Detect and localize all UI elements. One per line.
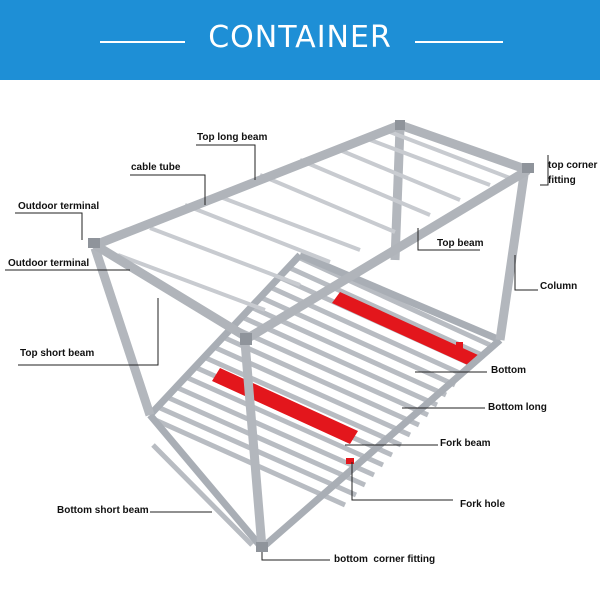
container-frame-diagram <box>5 120 549 561</box>
top-long-beam-rear <box>245 166 531 342</box>
label-top-corner-fitting: top corner fitting <box>548 160 598 186</box>
label-top-long-beam: Top long beam <box>197 132 268 143</box>
top-short-beam-rear <box>398 120 530 175</box>
label-outdoor-terminal-lower: Outdoor terminal <box>8 258 90 269</box>
label-column: Column <box>540 281 578 292</box>
top-long-beam-front <box>93 120 402 250</box>
header-banner: CONTAINER <box>0 0 600 80</box>
label-fork-beam: Fork beam <box>440 438 491 449</box>
bottom-cross-beams <box>149 255 492 547</box>
top-frame <box>92 120 531 342</box>
label-top-beam: Top beam <box>437 238 484 249</box>
column-front-right <box>240 341 267 549</box>
label-bottom-corner-fitting: bottom corner fitting <box>334 554 436 565</box>
label-top-short-beam: Top short beam <box>20 348 95 359</box>
label-fork-hole: Fork hole <box>460 499 506 510</box>
top-short-beam-front <box>92 241 251 342</box>
label-outdoor-terminal-upper: Outdoor terminal <box>18 201 100 212</box>
header-right-rule <box>415 41 503 43</box>
top-cross-beams <box>117 130 511 312</box>
fork-beam-rear <box>332 292 478 366</box>
leader-lines <box>5 144 549 561</box>
bottom-frame <box>147 251 503 551</box>
column-rear-right <box>495 167 530 341</box>
column-front-left <box>90 246 155 417</box>
label-bottom-long: Bottom long <box>488 402 547 413</box>
header-left-rule <box>100 41 185 43</box>
label-cable-tube: cable tube <box>131 162 181 173</box>
label-bottom: Bottom <box>491 365 526 376</box>
label-bottom-short-beam: Bottom short beam <box>57 505 149 516</box>
corner-fittings <box>88 120 534 552</box>
page-title: CONTAINER <box>208 20 392 55</box>
columns <box>90 127 530 549</box>
